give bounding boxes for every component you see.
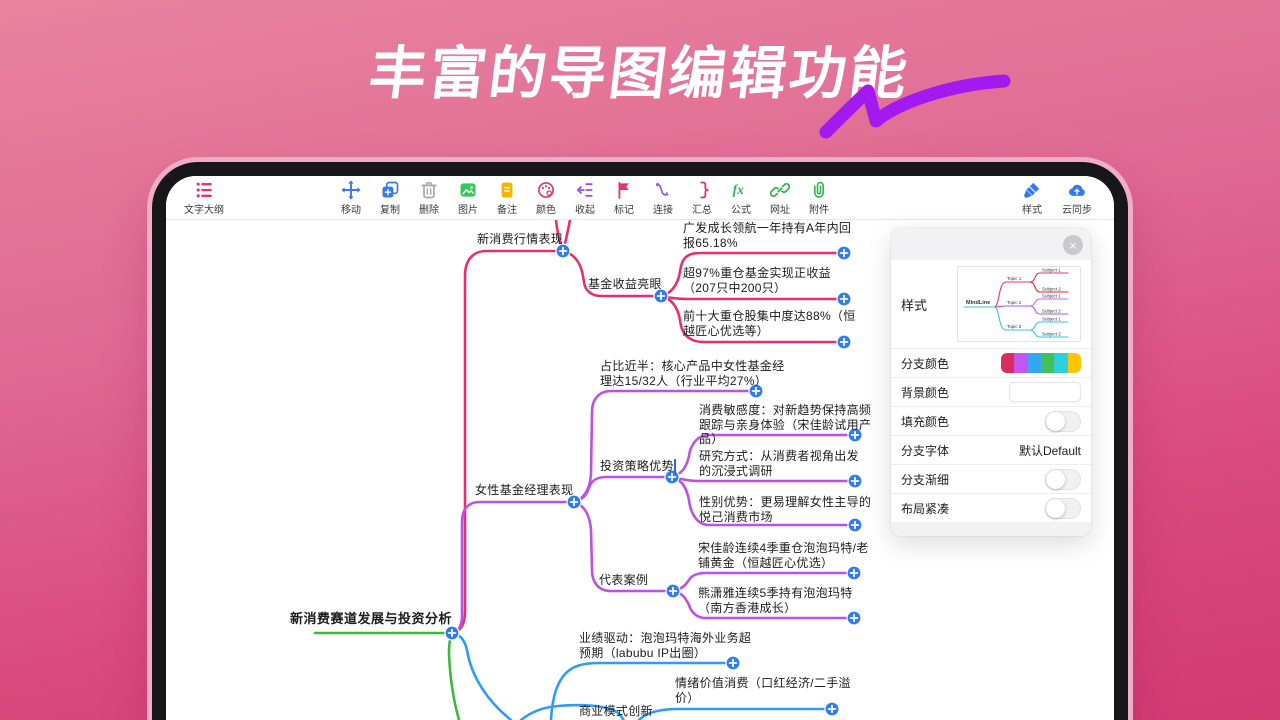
- copy-button[interactable]: 复制: [375, 180, 405, 216]
- trash-icon: [419, 180, 439, 200]
- map-node[interactable]: 性别优势：更易理解女性主导的悦己消费市场: [699, 495, 872, 524]
- mark-button[interactable]: 标记: [609, 180, 639, 216]
- tablet-device-frame: 文字大纲 移动 复制: [152, 162, 1128, 720]
- preview-subject-label: Subject 1: [1042, 268, 1061, 273]
- flag-icon: [614, 180, 634, 200]
- preview-subject-label: Subject 2: [1042, 287, 1061, 292]
- connect-button[interactable]: 连接: [648, 180, 678, 216]
- fill-color-row: 填充颜色: [891, 406, 1091, 435]
- brush-swoosh-decoration: [819, 74, 1011, 139]
- background-color-swatch[interactable]: [1009, 382, 1081, 402]
- map-node[interactable]: 广发成长领航一年持有A年内回报65.18%: [683, 221, 852, 250]
- preview-topic-label: Topic 3: [1007, 324, 1022, 329]
- map-node[interactable]: 基金收益亮眼: [588, 277, 662, 291]
- collapse-button[interactable]: 收起: [570, 180, 600, 216]
- map-node[interactable]: 消费敏感度：对新趋势保持高频跟踪与亲身体验（宋佳龄试用产品）: [699, 403, 872, 446]
- compact-layout-row: 布局紧凑: [891, 493, 1091, 522]
- map-node[interactable]: 代表案例: [599, 573, 649, 587]
- toolbar: 文字大纲 移动 复制: [166, 176, 1114, 220]
- link-icon: [770, 180, 790, 200]
- theme-preview-thumbnail[interactable]: MindLine Topic 1 Topic 2 Topic 3 Subject…: [957, 266, 1081, 342]
- expand-node[interactable]: [444, 625, 460, 641]
- color-button[interactable]: 颜色: [531, 180, 561, 216]
- url-button[interactable]: 网址: [765, 180, 795, 216]
- branch-font-value: 默认Default: [1018, 443, 1081, 458]
- preview-subject-label: Subject 1: [1042, 294, 1061, 299]
- background-color-row: 背景颜色: [891, 377, 1091, 406]
- expand-node[interactable]: [665, 583, 681, 599]
- preview-root-label: MindLine: [966, 300, 990, 306]
- delete-button[interactable]: 删除: [414, 180, 444, 216]
- style-brush-icon: [1022, 180, 1042, 200]
- map-node[interactable]: 前十大重仓股集中度达88%（恒越匠心优选等）: [683, 309, 856, 338]
- style-panel: × 样式: [891, 228, 1091, 536]
- compact-layout-toggle[interactable]: [1045, 497, 1081, 519]
- outline-button[interactable]: 文字大纲: [184, 180, 224, 216]
- paperclip-icon: [809, 180, 829, 200]
- branch-taper-row: 分支渐细: [891, 464, 1091, 493]
- connect-icon: [653, 180, 673, 200]
- style-row-label: 样式: [901, 297, 928, 313]
- map-node[interactable]: 熊潇雅连续5季持有泡泡玛特（南方香港成长）: [698, 586, 853, 615]
- brace-icon: [692, 180, 712, 200]
- move-button[interactable]: 移动: [336, 179, 366, 216]
- outline-list-icon: [194, 180, 214, 200]
- copy-icon: [380, 180, 400, 200]
- formula-button[interactable]: fx 公式: [726, 180, 756, 216]
- collapse-icon: [575, 180, 595, 200]
- note-icon: [497, 180, 517, 200]
- text-caret: [674, 459, 676, 474]
- map-node[interactable]: 研究方式：从消费者视角出发的沉浸式调研: [699, 449, 859, 478]
- preview-subject-label: Subject 2: [1042, 332, 1061, 337]
- close-icon[interactable]: ×: [1063, 235, 1083, 255]
- style-button[interactable]: 样式: [1017, 180, 1047, 216]
- map-node[interactable]: 女性基金经理表现: [475, 483, 574, 497]
- outline-button-label: 文字大纲: [184, 204, 224, 216]
- formula-icon: fx: [731, 180, 751, 200]
- preview-subject-label: Subject 2: [1042, 309, 1061, 314]
- note-button[interactable]: 备注: [492, 180, 522, 216]
- svg-text:fx: fx: [733, 182, 744, 197]
- page-title: 丰富的导图编辑功能: [365, 42, 914, 106]
- image-button[interactable]: 图片: [453, 180, 483, 216]
- branch-font-row[interactable]: 分支字体 默认Default: [891, 435, 1091, 464]
- style-panel-header: ×: [891, 228, 1091, 260]
- cloud-sync-icon: [1067, 180, 1087, 200]
- map-node[interactable]: 宋佳龄连续4季重仓泡泡玛特/老铺黄金（恒越匠心优选）: [698, 541, 869, 570]
- palette-icon: [536, 180, 556, 200]
- app-screen: 文字大纲 移动 复制: [166, 176, 1114, 720]
- preview-topic-label: Topic 2: [1007, 300, 1022, 305]
- map-node[interactable]: 商业模式创新: [579, 704, 653, 718]
- map-node[interactable]: 新消费行情表现: [477, 232, 564, 246]
- branch-color-swatches[interactable]: [1001, 353, 1081, 373]
- image-icon: [458, 180, 478, 200]
- map-node[interactable]: 情绪价值消费（口红经济/二手溢价）: [675, 676, 851, 705]
- preview-subject-label: Subject 1: [1042, 317, 1061, 322]
- attachment-button[interactable]: 附件: [804, 180, 834, 216]
- branch-color-row: 分支颜色: [891, 348, 1091, 377]
- style-theme-row[interactable]: 样式: [891, 260, 1091, 348]
- map-node-root[interactable]: 新消费赛道发展与投资分析: [290, 611, 453, 626]
- map-node[interactable]: 业绩驱动：泡泡玛特海外业务超预期（labubu IP出圈）: [579, 631, 752, 660]
- fill-color-toggle[interactable]: [1045, 410, 1081, 432]
- summary-button[interactable]: 汇总: [687, 180, 717, 216]
- map-node[interactable]: 投资策略优势: [600, 459, 674, 473]
- preview-topic-label: Topic 1: [1007, 276, 1022, 281]
- branch-taper-toggle[interactable]: [1045, 468, 1081, 490]
- style-panel-body: 样式: [891, 260, 1091, 522]
- move-icon: [341, 179, 361, 200]
- cloud-sync-button[interactable]: 云同步: [1062, 180, 1092, 216]
- map-node[interactable]: 超97%重仓基金实现正收益（207只中200只）: [683, 266, 831, 295]
- map-node[interactable]: 占比近半：核心产品中女性基金经理达15/32人（行业平均27%）: [600, 359, 785, 388]
- mindmap-lines: [313, 220, 863, 720]
